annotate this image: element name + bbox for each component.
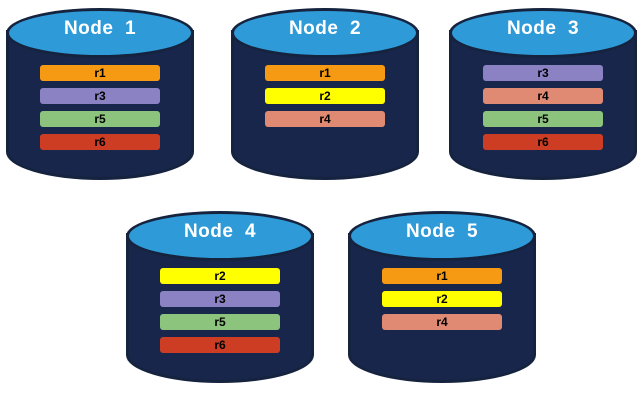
node-row-list: r1 r3 r5 r6 <box>40 65 160 157</box>
row-bar[interactable]: r2 <box>160 268 280 284</box>
row-bar[interactable]: r6 <box>160 337 280 353</box>
cylinder-top-icon <box>6 8 194 58</box>
database-node-5[interactable]: Node 5 r1 r2 r4 <box>348 211 536 386</box>
node-row-list: r2 r3 r5 r6 <box>160 268 280 360</box>
node-row-list: r1 r2 r4 <box>382 268 502 337</box>
node-row-list: r3 r4 r5 r6 <box>483 65 603 157</box>
row-bar[interactable]: r1 <box>40 65 160 81</box>
row-bar[interactable]: r5 <box>160 314 280 330</box>
node-label: Node 4 <box>183 221 257 242</box>
row-bar[interactable]: r4 <box>483 88 603 104</box>
node-label: Node 5 <box>405 221 479 242</box>
row-bar[interactable]: r6 <box>40 134 160 150</box>
cylinder-top-icon <box>231 8 419 58</box>
cylinder-top-icon <box>126 211 314 261</box>
row-bar[interactable]: r1 <box>265 65 385 81</box>
row-bar[interactable]: r4 <box>265 111 385 127</box>
row-bar[interactable]: r5 <box>483 111 603 127</box>
row-bar[interactable]: r3 <box>160 291 280 307</box>
node-label: Node 1 <box>63 18 137 39</box>
cylinder-top-icon <box>449 8 637 58</box>
node-label: Node 2 <box>288 18 362 39</box>
row-bar[interactable]: r6 <box>483 134 603 150</box>
row-bar[interactable]: r2 <box>382 291 502 307</box>
database-node-1[interactable]: Node 1 r1 r3 r5 r6 <box>6 8 194 183</box>
database-node-4[interactable]: Node 4 r2 r3 r5 r6 <box>126 211 314 386</box>
row-bar[interactable]: r1 <box>382 268 502 284</box>
row-bar[interactable]: r2 <box>265 88 385 104</box>
node-row-list: r1 r2 r4 <box>265 65 385 134</box>
database-node-3[interactable]: Node 3 r3 r4 r5 r6 <box>449 8 637 183</box>
row-bar[interactable]: r5 <box>40 111 160 127</box>
row-bar[interactable]: r3 <box>40 88 160 104</box>
database-node-2[interactable]: Node 2 r1 r2 r4 <box>231 8 419 183</box>
row-bar[interactable]: r4 <box>382 314 502 330</box>
cylinder-top-icon <box>348 211 536 261</box>
row-bar[interactable]: r3 <box>483 65 603 81</box>
node-label: Node 3 <box>506 18 580 39</box>
cylinder-body-icon <box>449 30 637 180</box>
